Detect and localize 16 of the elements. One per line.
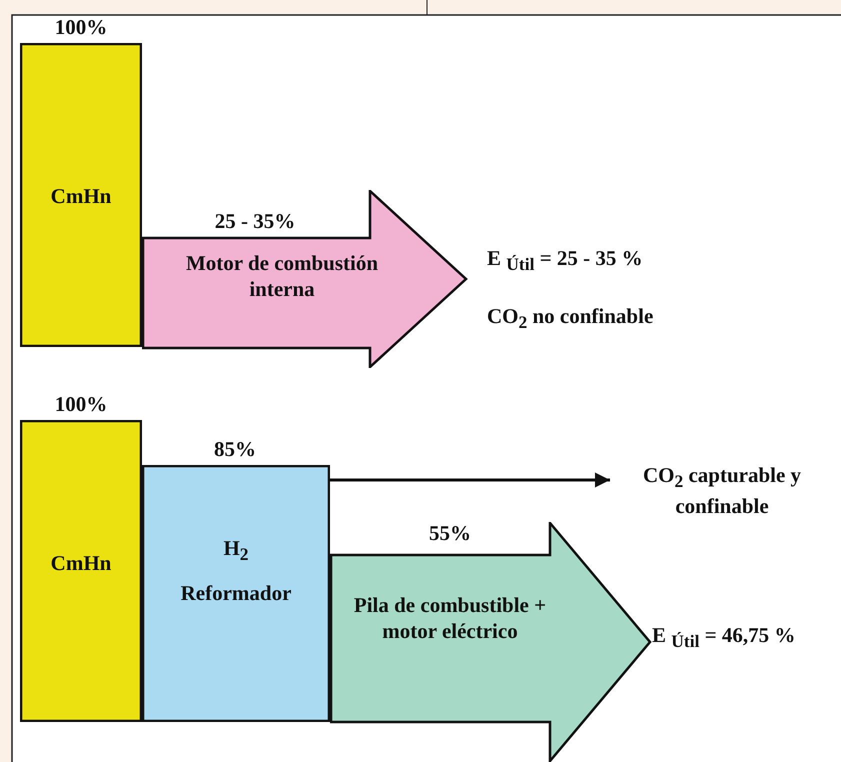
node-label: CmHn (50, 183, 112, 210)
percentage-label: 55% (428, 520, 472, 546)
percentage-label: 100% (54, 14, 108, 40)
node-label: Motor de combustión interna (184, 250, 380, 302)
node-label: Pila de combustible + motor eléctrico (352, 592, 548, 644)
output-label: CO$_{2}$ capturable y confinable (642, 462, 802, 520)
efficiency-label: CO$_{2}$ no confinable (487, 303, 654, 334)
percentage-label: 25 - 35% (214, 208, 296, 234)
percentage-label: 85% (213, 436, 257, 462)
formula-label: H$_{2}$ (222, 535, 250, 566)
efficiency-label: E $_{Útil}$ = 46,75 % (652, 622, 796, 654)
arrow (330, 472, 610, 488)
node-label: CmHn (50, 550, 112, 576)
node-label: Reformador (180, 580, 292, 606)
percentage-label: 100% (54, 391, 108, 418)
efficiency-label: E $_{Útil}$ = 25 - 35 % (487, 245, 643, 276)
